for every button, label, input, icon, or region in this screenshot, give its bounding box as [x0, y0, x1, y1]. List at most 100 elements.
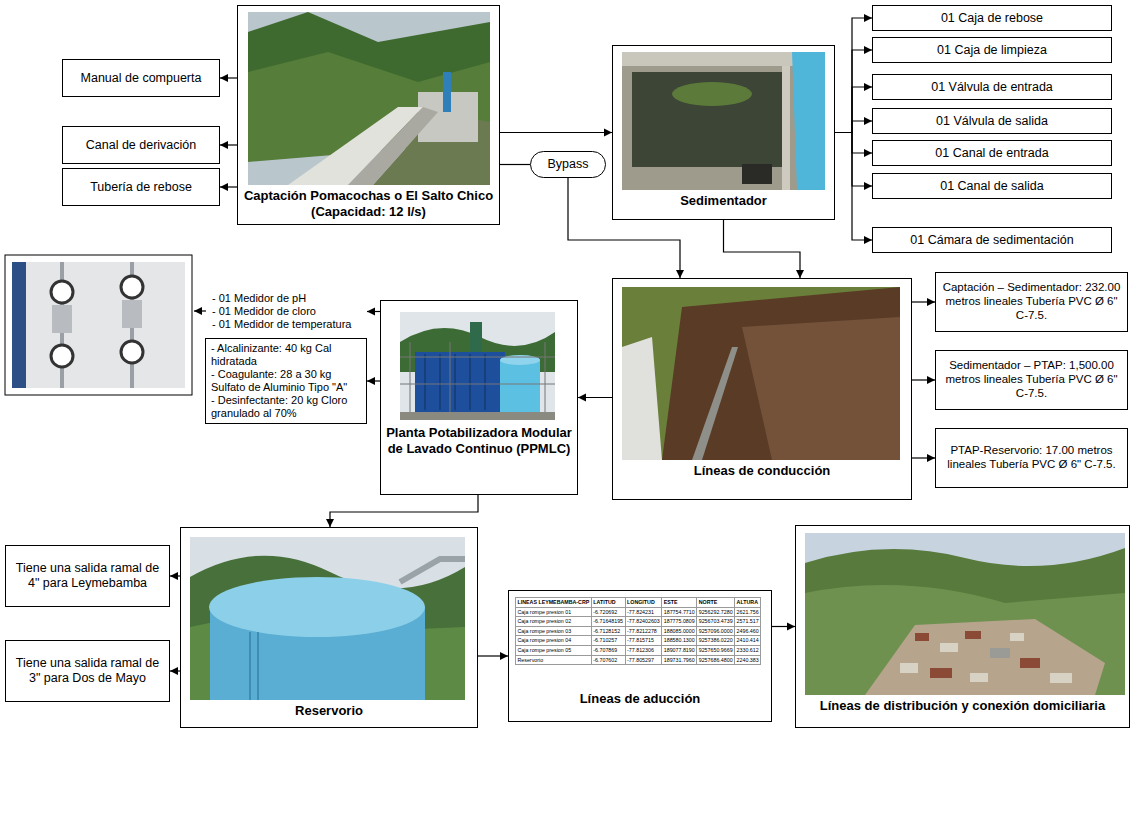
- tower: [470, 322, 482, 354]
- panel: [12, 262, 185, 388]
- table-cell: 9256292.7280: [697, 607, 735, 617]
- flow-arrow: [367, 380, 380, 381]
- gauge: [121, 276, 143, 298]
- flow-arrow: [367, 311, 380, 312]
- table-cell: NORTE: [697, 598, 735, 608]
- roof: [930, 668, 952, 678]
- photo-box: Líneas de distribución y conexión domici…: [795, 525, 1130, 728]
- table-cell: Caja rompe presion 02: [516, 617, 592, 627]
- flow-arrow: [772, 626, 795, 627]
- table-cell: 2330.612: [735, 646, 761, 656]
- caption: Planta Potabilizadora Modular de Lavado …: [386, 425, 572, 456]
- table-cell: 188580.1300: [662, 636, 697, 646]
- sky: [248, 12, 490, 185]
- concrete: [622, 52, 825, 190]
- roof: [990, 648, 1010, 658]
- box-text: Sedimentador – PTAP: 1,500.00 metros lin…: [941, 359, 1122, 400]
- algae: [672, 82, 752, 106]
- photo-box: Líneas de aducciónLINEAS LEYMEBAMBA-CRPL…: [508, 590, 772, 722]
- water: [632, 72, 782, 167]
- soil: [662, 287, 900, 460]
- process-box: Canal de derivación: [62, 126, 220, 164]
- box-text: 01 Cámara de sedimentación: [878, 233, 1106, 248]
- table-cell: -6.707602: [591, 655, 625, 665]
- filter: [52, 305, 72, 333]
- meters-photo: [5, 255, 192, 395]
- plant-photo: [400, 312, 555, 420]
- roof: [965, 631, 981, 639]
- flow-arrow: [912, 301, 935, 302]
- gauge: [121, 341, 143, 363]
- table-cell: -6.71648195: [591, 617, 625, 627]
- flow-arrow: [835, 121, 872, 133]
- process-box: Captación – Sedimentador: 232.00 metros …: [935, 272, 1128, 332]
- leader-arrow: [194, 310, 206, 311]
- sky: [805, 533, 1125, 695]
- blue-wall: [792, 52, 825, 190]
- flow-arrow: [724, 220, 801, 278]
- photo-box: Reservorio: [180, 527, 478, 728]
- box-text: 01 Canal de salida: [878, 179, 1106, 194]
- caption: Sedimentador: [618, 193, 829, 209]
- table-cell: 2410.414: [735, 636, 761, 646]
- flow-arrow: [578, 397, 612, 398]
- table-cell: 188085.0000: [662, 626, 697, 636]
- input-box: - Alcalinizante: 40 kg Cal hidratada- Co…: [205, 338, 367, 424]
- caption: Líneas de conducción: [618, 463, 906, 479]
- table-cell: 187754.7710: [662, 607, 697, 617]
- box-text: 01 Canal de entrada: [878, 146, 1106, 161]
- flow-arrow: [912, 457, 935, 458]
- hills: [805, 585, 1125, 695]
- table-cell: Caja rompe presion 05: [516, 646, 592, 656]
- table-cell: -77.805297: [625, 655, 662, 665]
- ground: [400, 412, 555, 420]
- flow-arrow: [835, 87, 872, 133]
- table-row: Caja rompe presion 01-6.720692-77.824231…: [516, 607, 761, 617]
- flow-arrow: [220, 144, 237, 145]
- roof: [1010, 633, 1024, 641]
- flow-arrow: [568, 178, 680, 278]
- process-box: PTAP-Reservorio: 17.00 metros lineales T…: [935, 428, 1128, 488]
- process-box: Sedimentador – PTAP: 1,500.00 metros lin…: [935, 350, 1128, 410]
- pipe: [692, 347, 738, 460]
- box-text: - 01 Medidor de temperatura: [212, 318, 362, 331]
- table-cell: 9257096.0000: [697, 626, 735, 636]
- flow-arrow: [912, 379, 935, 380]
- caption: Reservorio: [186, 703, 472, 719]
- roof: [940, 643, 958, 652]
- flow-arrow: [835, 133, 872, 187]
- process-box: 01 Canal de salida: [872, 173, 1112, 199]
- tank: [500, 360, 540, 412]
- roof: [970, 673, 988, 682]
- box-text: Tubería de rebose: [68, 180, 214, 195]
- flow-arrow: [835, 18, 872, 133]
- ladder: [250, 632, 258, 700]
- roof: [900, 663, 918, 673]
- process-box: Tubería de rebose: [62, 168, 220, 206]
- flow-arrow: [835, 133, 872, 154]
- table-cell: Caja rompe presion 04: [516, 636, 592, 646]
- flow-arrow: [835, 50, 872, 133]
- box-text: - Alcalinizante: 40 kg Cal hidratada: [211, 342, 361, 368]
- table-cell: -6.710257: [591, 636, 625, 646]
- flow-arrow: [220, 186, 237, 187]
- fence: [400, 342, 555, 412]
- box-text: - 01 Medidor de cloro: [212, 305, 362, 318]
- flow-arrow: [500, 164, 530, 165]
- table-cell: LINEAS LEYMEBAMBA-CRP: [516, 598, 592, 608]
- table-cell: Reservorio: [516, 655, 592, 665]
- table-cell: Caja rompe presion 01: [516, 607, 592, 617]
- opening: [742, 164, 772, 184]
- table-cell: LONGITUD: [625, 598, 662, 608]
- pipeline-photo: [622, 287, 900, 460]
- coordinates-table: LINEAS LEYMEBAMBA-CRPLATITUDLONGITUDESTE…: [515, 597, 761, 665]
- table-cell: LATITUD: [591, 598, 625, 608]
- table-cell: 9257686.4800: [697, 655, 735, 665]
- table-cell: -6.707869: [591, 646, 625, 656]
- container-ribs: [425, 354, 485, 410]
- table-row: Caja rompe presion 02-6.71648195-77.8240…: [516, 617, 761, 627]
- roof: [1020, 658, 1040, 668]
- box-text: - Desinfectante: 20 kg Cloro granulado a…: [211, 394, 361, 420]
- edge: [782, 66, 790, 190]
- table-cell: 189731.7960: [662, 655, 697, 665]
